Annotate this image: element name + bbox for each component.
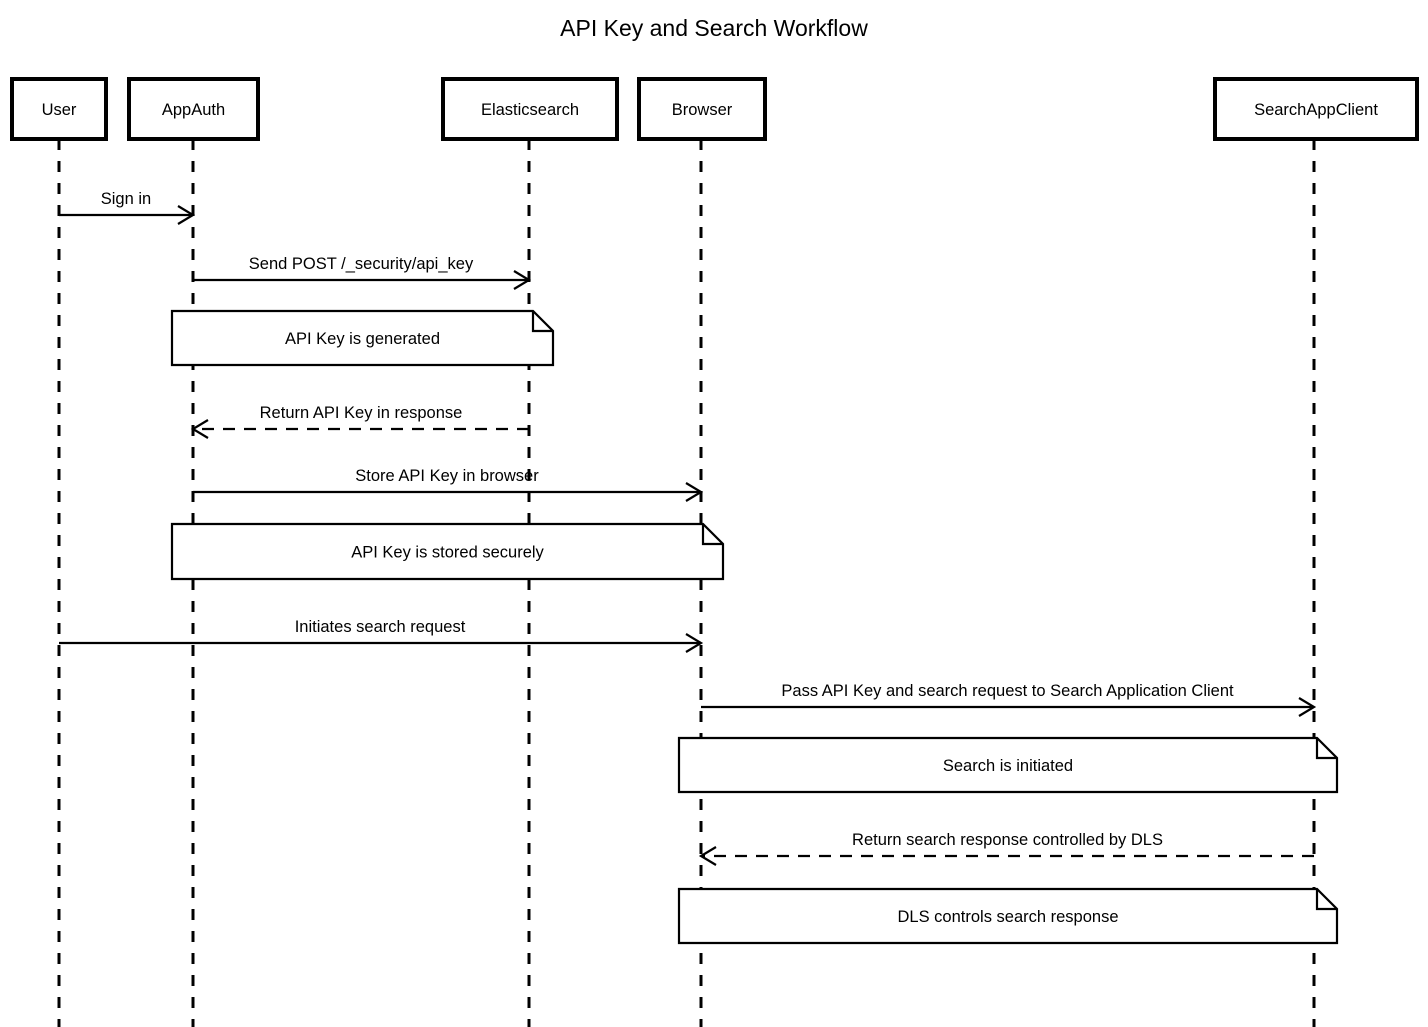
message-label-m4: Store API Key in browser <box>355 467 539 485</box>
participant-box-browser[interactable] <box>637 77 767 141</box>
note-fold-n3 <box>1315 738 1337 760</box>
message-label-m1: Sign in <box>101 190 151 208</box>
message-label-m6: Pass API Key and search request to Searc… <box>781 682 1234 700</box>
note-label-n4: DLS controls search response <box>897 908 1118 926</box>
message-m2: Send POST /_security/api_key <box>193 255 532 290</box>
arrow-head-m4 <box>685 482 704 502</box>
participant-label-appauth: AppAuth <box>162 101 225 119</box>
message-m4: Store API Key in browser <box>193 467 704 502</box>
participant-box-appauth[interactable] <box>127 77 260 141</box>
participant-label-elasticsearch: Elasticsearch <box>481 101 579 119</box>
message-m3: Return API Key in response <box>190 404 529 439</box>
note-shape-n1 <box>170 309 555 367</box>
message-m7: Return search response controlled by DLS <box>698 831 1314 866</box>
message-m6: Pass API Key and search request to Searc… <box>701 682 1317 717</box>
arrow-head-m6 <box>1298 697 1317 717</box>
note-fold-n1 <box>531 311 553 333</box>
message-label-m2: Send POST /_security/api_key <box>249 255 474 273</box>
note-n1: API Key is generated <box>170 309 555 367</box>
note-shape-n3 <box>677 736 1339 794</box>
participant-user[interactable]: User <box>10 77 108 141</box>
note-label-n1: API Key is generated <box>285 330 440 348</box>
note-shape-n4 <box>677 887 1339 945</box>
arrow-head-m7 <box>698 846 717 866</box>
note-fold-n4 <box>1315 889 1337 911</box>
arrow-head-m1 <box>177 205 196 225</box>
participant-box-user[interactable] <box>10 77 108 141</box>
arrow-head-m3 <box>190 419 209 439</box>
participant-label-user: User <box>42 101 77 119</box>
participant-label-searchappclient: SearchAppClient <box>1254 101 1378 119</box>
note-n4: DLS controls search response <box>677 887 1339 945</box>
participant-boxes-layer: User AppAuth Elasticsearch Browser SearchApp… <box>10 77 1419 141</box>
participant-elasticsearch[interactable]: Elasticsearch <box>441 77 619 141</box>
message-label-m3: Return API Key in response <box>260 404 463 422</box>
note-label-n3: Search is initiated <box>943 757 1073 775</box>
note-shape-n2 <box>170 522 725 581</box>
message-m1: Sign in <box>59 190 196 225</box>
participant-label-browser: Browser <box>672 101 733 119</box>
note-n3: Search is initiated <box>677 736 1339 794</box>
participant-box-elasticsearch[interactable] <box>441 77 619 141</box>
arrow-head-m2 <box>513 270 532 290</box>
participant-box-searchappclient[interactable] <box>1213 77 1419 141</box>
arrow-head-m5 <box>685 633 704 653</box>
messages-layer: Sign in Send POST /_security/api_keyRetur… <box>59 190 1317 866</box>
note-n2: API Key is stored securely <box>170 522 725 581</box>
note-label-n2: API Key is stored securely <box>351 544 544 562</box>
participant-appauth[interactable]: AppAuth <box>127 77 260 141</box>
note-fold-n2 <box>701 524 723 546</box>
message-label-m5: Initiates search request <box>295 618 466 636</box>
message-m5: Initiates search request <box>59 618 704 653</box>
message-label-m7: Return search response controlled by DLS <box>852 831 1163 849</box>
diagram-title: API Key and Search Workflow <box>560 15 868 41</box>
participant-searchappclient[interactable]: SearchAppClient <box>1213 77 1419 141</box>
participant-browser[interactable]: Browser <box>637 77 767 141</box>
lifelines-layer <box>57 139 1316 1027</box>
